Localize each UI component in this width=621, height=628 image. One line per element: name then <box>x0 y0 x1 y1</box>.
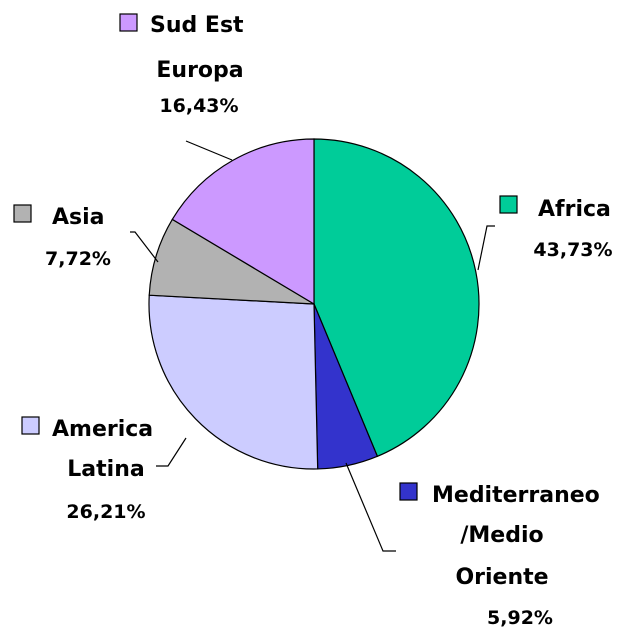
slice-name-america-latina: Latina <box>67 457 144 482</box>
slice-percent-mediterraneo-medio-oriente: 5,92% <box>487 607 553 628</box>
swatch-africa <box>499 195 518 214</box>
slice-sud-est-europa <box>171 138 315 306</box>
leader-lines <box>130 140 495 552</box>
swatch-mediterraneo-medio-oriente <box>399 482 418 501</box>
swatch-america-latina <box>21 416 40 435</box>
slice-name-america-latina: America <box>52 417 153 442</box>
leader-line-america-latina <box>156 437 187 467</box>
leader-line-mediterraneo-medio-oriente <box>345 462 396 552</box>
leader-line-asia <box>130 231 159 263</box>
pie-slices <box>148 138 480 470</box>
swatch-sud-est-europa <box>119 13 138 32</box>
slice-percent-africa: 43,73% <box>533 239 612 261</box>
slice-name-mediterraneo-medio-oriente: Mediterraneo <box>432 483 600 508</box>
slice-name-sud-est-europa: Sud Est <box>150 13 244 38</box>
slice-america-latina <box>148 294 319 470</box>
swatch-asia <box>13 204 32 223</box>
leader-line-africa <box>477 225 495 271</box>
slice-name-sud-est-europa: Europa <box>156 58 243 83</box>
slice-name-mediterraneo-medio-oriente: Oriente <box>455 565 548 590</box>
slice-percent-asia: 7,72% <box>45 248 111 270</box>
slice-name-asia: Asia <box>52 205 105 230</box>
slice-africa <box>313 138 480 458</box>
slice-name-africa: Africa <box>538 197 611 222</box>
slice-name-mediterraneo-medio-oriente: /Medio <box>460 523 543 548</box>
slice-percent-sud-est-europa: 16,43% <box>159 95 238 117</box>
leader-line-sud-est-europa <box>185 140 233 161</box>
slice-percent-america-latina: 26,21% <box>66 501 145 523</box>
